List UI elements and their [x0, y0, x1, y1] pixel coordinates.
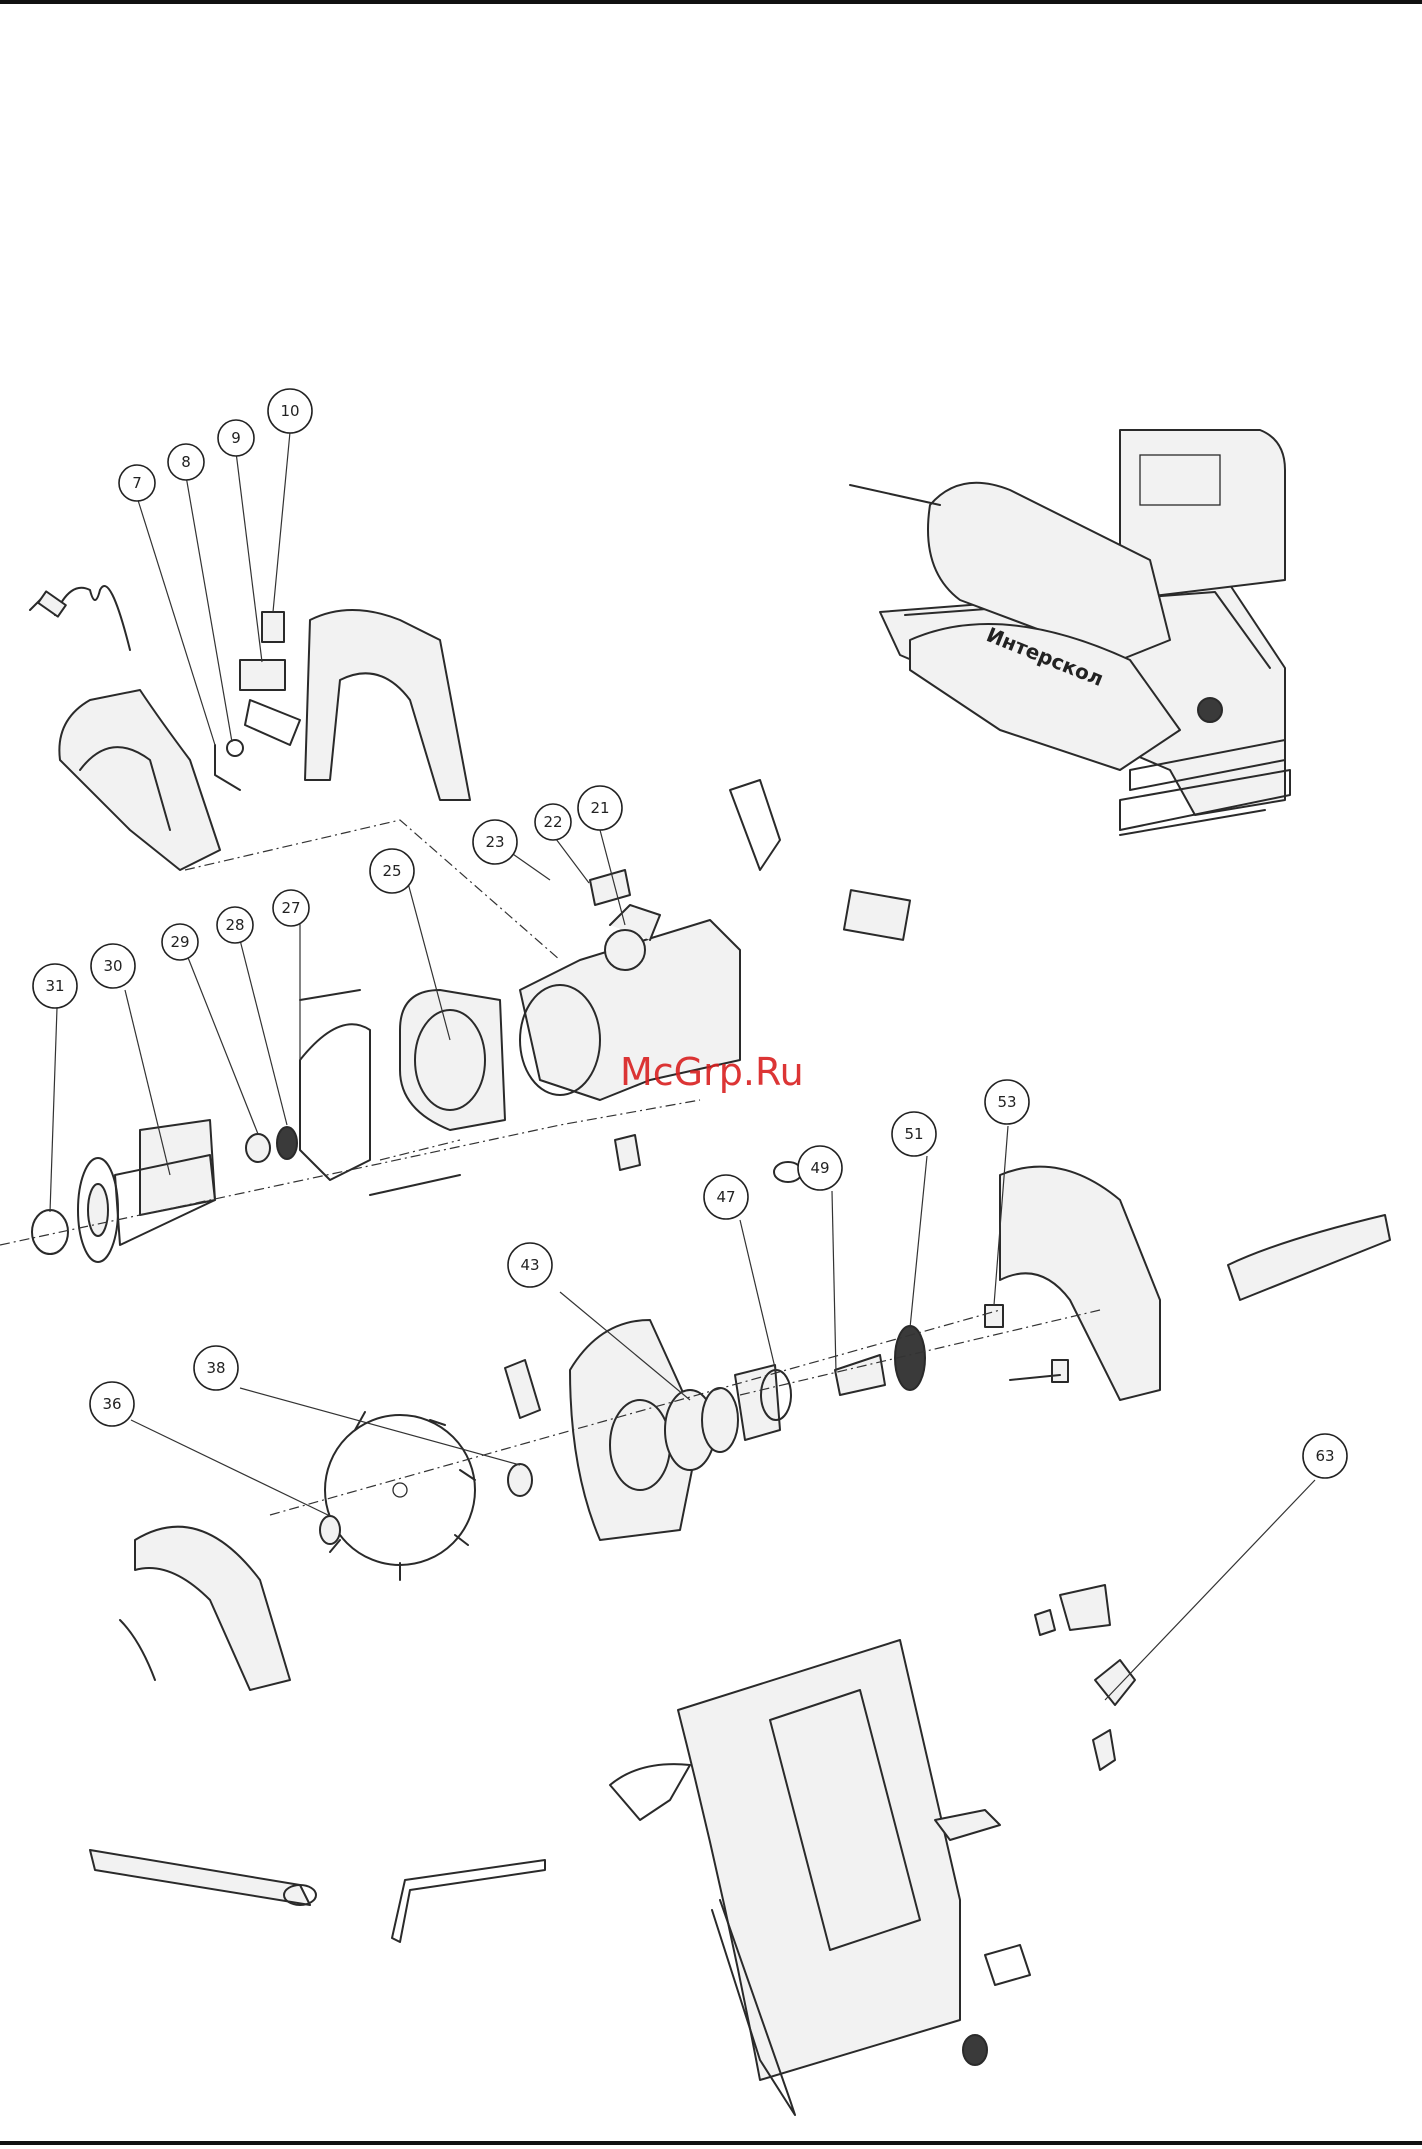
callout-9-label: 9 — [231, 429, 241, 447]
callout-51: 51 — [892, 1112, 936, 1156]
callout-49-label: 49 — [810, 1159, 829, 1177]
callout-31: 31 — [33, 964, 77, 1008]
callout-30: 30 — [91, 944, 135, 988]
callout-9: 9 — [218, 420, 254, 456]
callout-43: 43 — [508, 1243, 552, 1287]
callout-47: 47 — [704, 1175, 748, 1219]
callout-7: 7 — [119, 465, 155, 501]
callout-10-label: 10 — [280, 402, 299, 420]
callout-25: 25 — [370, 849, 414, 893]
callout-53: 53 — [985, 1080, 1029, 1124]
callout-29-label: 29 — [170, 933, 189, 951]
callout-8-label: 8 — [181, 453, 191, 471]
callout-27: 27 — [273, 890, 309, 926]
callout-22: 22 — [535, 804, 571, 840]
callout-30-label: 30 — [103, 957, 122, 975]
callout-27-label: 27 — [281, 899, 300, 917]
motor-assembly — [0, 780, 910, 1262]
callout-38-label: 38 — [206, 1359, 225, 1377]
callout-63: 63 — [1303, 1434, 1347, 1478]
callout-28: 28 — [217, 907, 253, 943]
callout-21: 21 — [578, 786, 622, 830]
callout-47-label: 47 — [716, 1188, 735, 1206]
callout-63-label: 63 — [1315, 1447, 1334, 1465]
callout-29: 29 — [162, 924, 198, 960]
callout-38: 38 — [194, 1346, 238, 1390]
callout-25-label: 25 — [382, 862, 401, 880]
callout-23-label: 23 — [485, 833, 504, 851]
callout-53-label: 53 — [997, 1093, 1016, 1111]
bottom-rule — [0, 2141, 1422, 2145]
callout-7-label: 7 — [132, 474, 142, 492]
callout-22-label: 22 — [543, 813, 562, 831]
top-rule — [0, 0, 1422, 4]
callout-21-label: 21 — [590, 799, 609, 817]
blade-and-guard-group — [120, 1167, 1390, 1690]
callout-23: 23 — [473, 820, 517, 864]
callout-36-label: 36 — [102, 1395, 121, 1413]
callout-28-label: 28 — [225, 916, 244, 934]
callout-31-label: 31 — [45, 977, 64, 995]
assembled-saw-illustration: Интерскол — [850, 430, 1290, 835]
watermark-text: McGrp.Ru — [620, 1050, 804, 1094]
callout-51-label: 51 — [904, 1125, 923, 1143]
callout-10: 10 — [268, 389, 312, 433]
callout-36: 36 — [90, 1382, 134, 1426]
callout-49: 49 — [798, 1146, 842, 1190]
callout-43-label: 43 — [520, 1256, 539, 1274]
callout-8: 8 — [168, 444, 204, 480]
